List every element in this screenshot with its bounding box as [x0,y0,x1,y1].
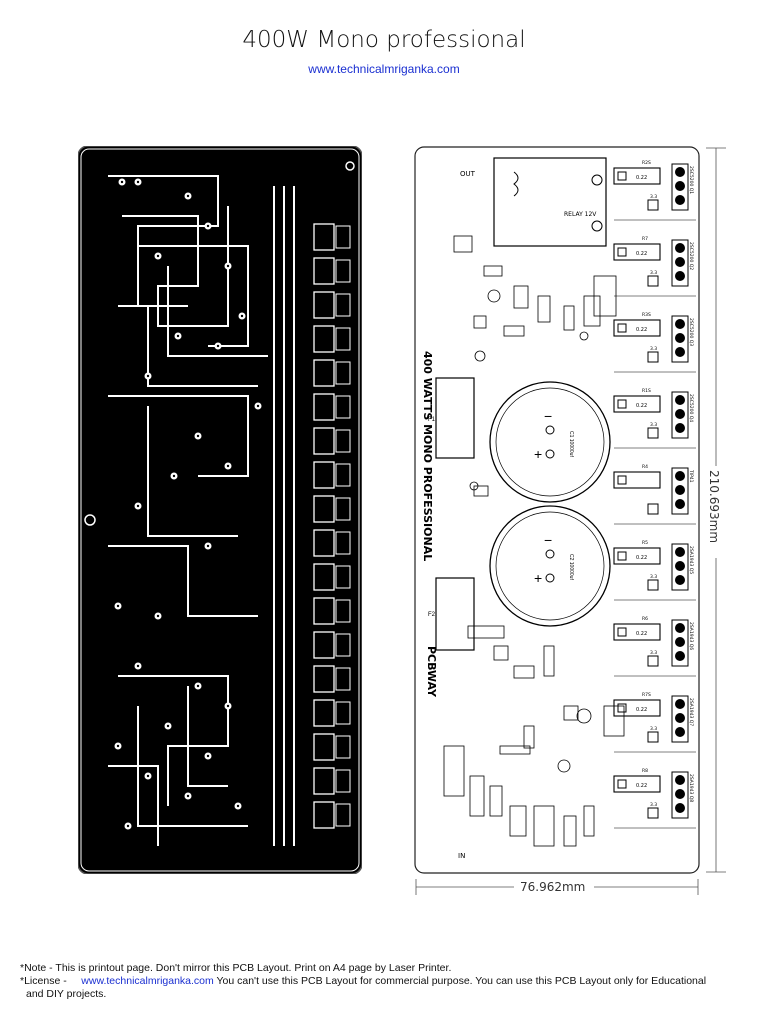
height-dimension-label: 210.693mm [707,470,721,543]
row-part-label: TIP41 [688,469,694,483]
license-text: You can't use this PCB Layout for commer… [213,975,707,987]
out-label: OUT [460,170,476,178]
width-dimension-label: 76.962mm [520,880,585,894]
row-mid-label: 3.3 [650,422,657,428]
brand-label: PCBWAY [425,646,438,698]
row-value: 0.22 [636,251,647,257]
row-value: 0.22 [636,327,647,333]
license-website-link[interactable]: www.technicalmriganka.com [81,975,214,987]
row-mid-label: 3.3 [650,802,657,808]
page-title: 400W Mono professional [242,27,526,53]
fuse-f2 [435,577,475,651]
row-part-label: 2SC5200 Q2 [688,242,694,270]
pcb-copper-layer [78,146,362,874]
fuse-f1 [435,377,475,459]
row-mid-label: 3.3 [650,650,657,656]
transistor-row: 0.22 R6 3.3 2SA1943 Q6 [613,616,696,677]
license-label: *License - [20,975,67,987]
capacitor-c1 [489,381,611,503]
row-top-label: R3S [642,312,651,318]
note-line-3: and DIY projects. [26,988,107,1000]
row-part-label: 2SC5200 Q3 [688,318,694,346]
pcb-silkscreen-layer: 400 WATTS MONO PROFESSIONAL PCBWAY OUT I… [414,146,700,874]
row-part-label: 2SC5200 Q1 [688,166,694,194]
transistor-row: 0.22 R5 3.3 2SA1943 Q5 [613,540,696,601]
note-line-1: *Note - This is printout page. Don't mir… [20,962,452,974]
row-part-label: 2SA1943 Q7 [688,698,694,726]
row-mid-label: 3.3 [650,574,657,580]
board-title: 400 WATTS MONO PROFESSIONAL [421,351,434,561]
row-top-label: R6 [642,616,648,622]
svg-text:−: − [544,532,552,548]
transistor-row: 0.22 R7 3.3 2SC5200 Q2 [613,236,696,297]
row-top-label: R2S [642,160,651,166]
capacitor-c2-label: C2 10000uf [568,554,574,580]
in-label: IN [458,852,465,860]
relay-outline [493,157,607,247]
row-value: 0.22 [636,783,647,789]
relay-label: RELAY 12V [564,211,597,218]
row-part-label: 2SA1943 Q6 [688,622,694,650]
row-top-label: R5 [642,540,648,546]
transistor-row: 0.22 R7S 3.3 2SA1943 Q7 [613,692,696,753]
svg-text:F2: F2 [428,612,436,618]
capacitor-c2 [489,505,611,627]
row-mid-label: 3.3 [650,346,657,352]
license-line: *License - www.technicalmriganka.com You… [20,975,755,988]
print-note: *Note - This is printout page. Don't mir… [20,962,755,1001]
row-part-label: 2SA1943 Q5 [688,546,694,574]
transistor-row: 0.22 R1S 3.3 2SC5200 Q4 [613,388,696,449]
row-mid-label: 3.3 [650,270,657,276]
svg-text:+: + [534,446,542,462]
row-top-label: R1S [642,388,651,394]
row-top-label: R7S [642,692,651,698]
capacitor-c1-label: C1 10000uf [568,431,574,457]
website-link[interactable]: www.technicalmriganka.com [308,62,460,76]
row-mid-label: 3.3 [650,194,657,200]
svg-text:+: + [534,570,542,586]
row-value: 0.22 [636,631,647,637]
row-top-label: R7 [642,236,648,242]
row-value: 0.22 [636,403,647,409]
transistor-row: 0.22 R2S 3.3 2SC5200 Q1 [613,160,696,221]
row-top-label: R8 [642,768,648,774]
row-value: 0.22 [636,707,647,713]
transistor-row: 0.22 R3S 3.3 2SC5200 Q3 [613,312,696,373]
svg-text:F1: F1 [428,417,436,423]
svg-text:−: − [544,408,552,424]
row-top-label: R4 [642,464,648,470]
row-value: 0.22 [636,175,647,181]
width-dimension: 76.962mm [415,879,699,895]
row-mid-label: 3.3 [650,726,657,732]
row-value: 0.22 [636,555,647,561]
row-part-label: 2SA1943 Q8 [688,774,694,802]
height-dimension: 210.693mm [706,147,728,873]
row-part-label: 2SC5200 Q4 [688,394,694,422]
transistor-row: 0.22 R8 3.3 2SA1943 Q8 [613,768,696,829]
